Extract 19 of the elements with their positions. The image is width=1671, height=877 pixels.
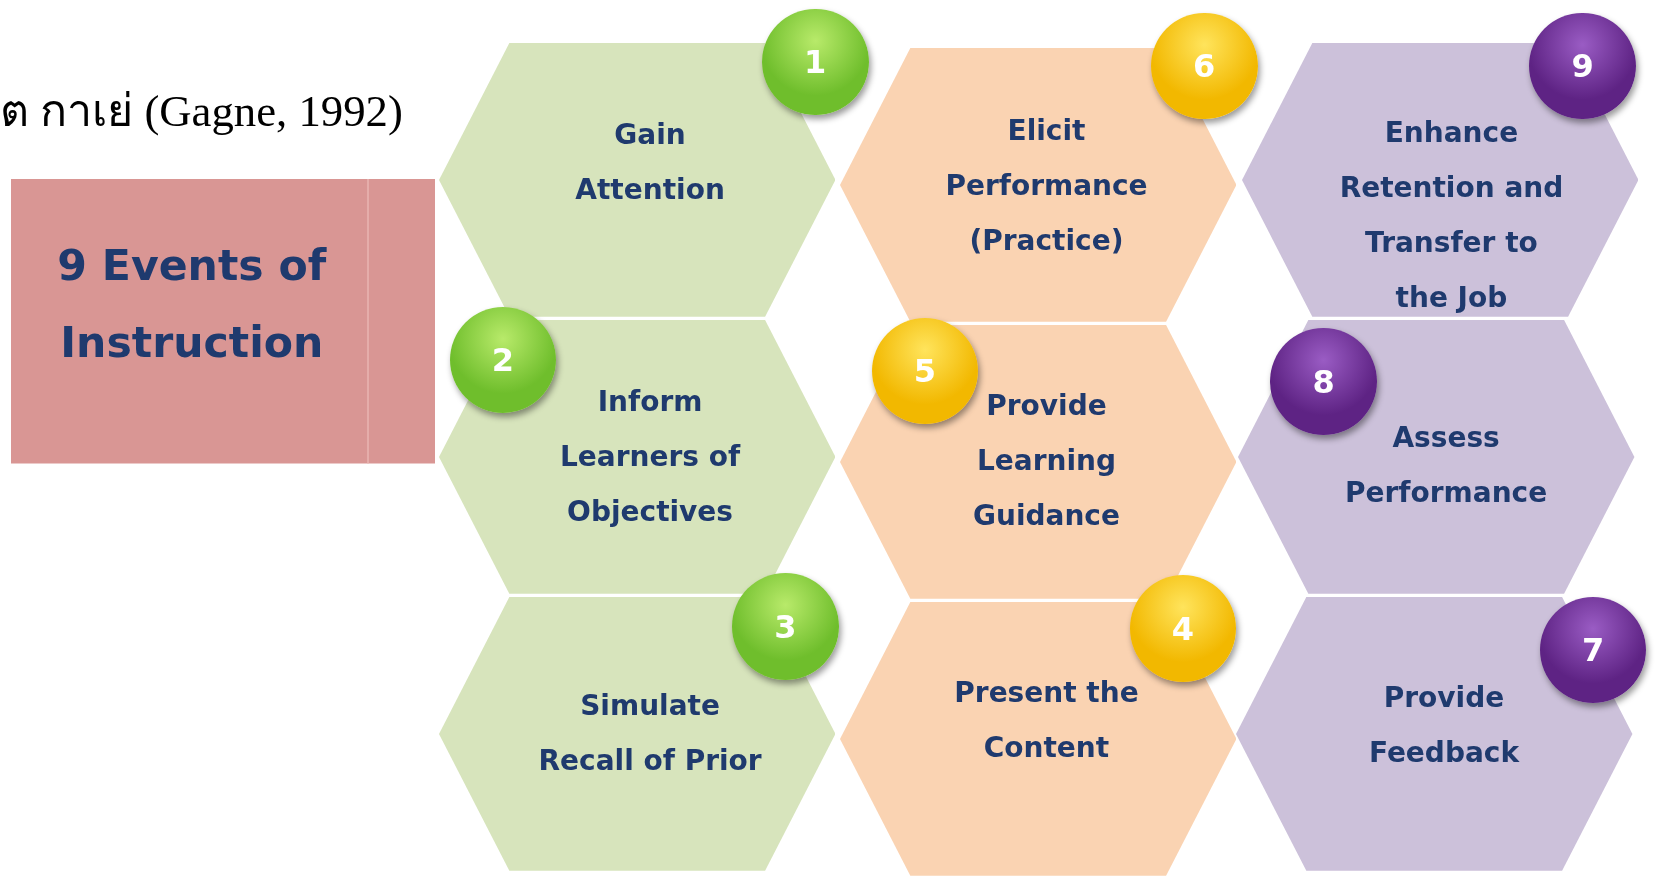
hexagon <box>839 602 1237 876</box>
hexagon <box>439 42 836 317</box>
title: ต กาเย่ (Gagne, 1992) <box>0 84 403 138</box>
number-badge: 9 <box>1529 12 1636 120</box>
hexagon-label: Elicit Performance (Practice) <box>944 112 1149 259</box>
hexagon-label: Inform Learners of Objectives <box>559 383 742 530</box>
hexagon-label: Gain Attention <box>574 116 726 208</box>
hexagon <box>1236 596 1633 871</box>
hexagon <box>439 596 836 871</box>
hexagon <box>839 47 1237 322</box>
hexagon <box>439 319 836 594</box>
hexagon-label: Simulate Recall of Prior <box>537 688 763 780</box>
heading-text: 9 Events of Instruction <box>56 239 328 369</box>
number-badge: 3 <box>732 573 839 680</box>
hexagon <box>1238 319 1635 594</box>
hexagon <box>1241 42 1638 317</box>
number-badge: 6 <box>1150 12 1258 120</box>
number-badge: 1 <box>761 8 869 116</box>
hexagon-label: Provide Feedback <box>1367 679 1521 771</box>
